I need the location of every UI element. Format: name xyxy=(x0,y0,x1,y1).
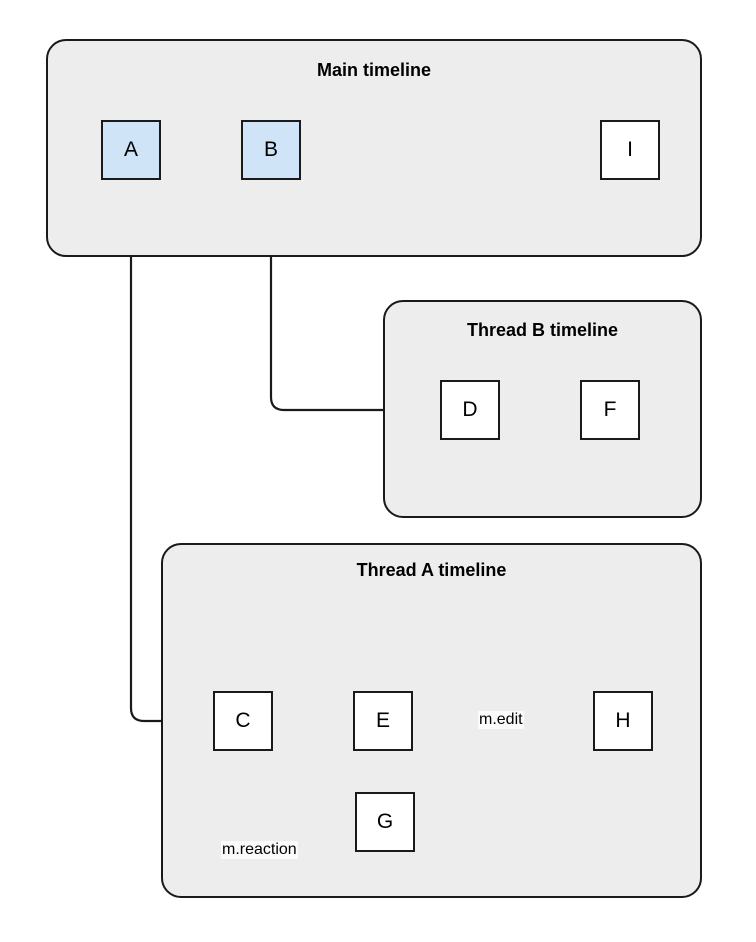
node-d[interactable]: D xyxy=(440,380,500,440)
node-h[interactable]: H xyxy=(593,691,653,751)
edge-c-to-a xyxy=(122,188,213,723)
node-b[interactable]: B xyxy=(241,120,301,180)
node-i[interactable]: I xyxy=(600,120,660,180)
group-thread-b-timeline xyxy=(383,300,702,518)
node-e[interactable]: E xyxy=(353,691,413,751)
edge-d-to-b xyxy=(262,188,440,412)
node-a[interactable]: A xyxy=(101,120,161,180)
node-f[interactable]: F xyxy=(580,380,640,440)
node-c[interactable]: C xyxy=(213,691,273,751)
node-g[interactable]: G xyxy=(355,792,415,852)
